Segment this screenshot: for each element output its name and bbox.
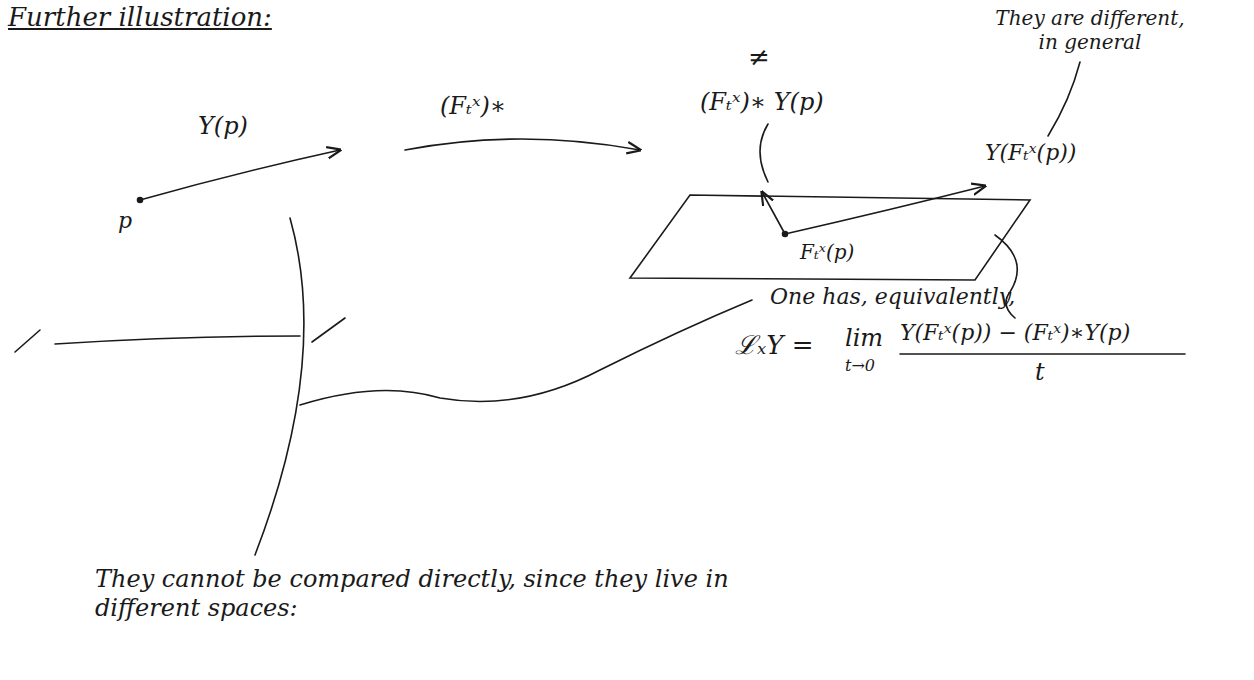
fraction-bar	[900, 353, 1185, 355]
tangent-plane	[630, 195, 1030, 280]
surface-edge	[312, 318, 345, 342]
page-title: Further illustration:	[8, 2, 272, 33]
vector-label: (Fₜˣ)∗ Y(p)	[700, 88, 824, 117]
surface-edge	[55, 336, 300, 344]
formula-part: Y(Fₜˣ(p)) − (Fₜˣ)∗Y(p)	[900, 320, 1130, 346]
wavy-bracket	[300, 300, 752, 405]
vector-arrow	[140, 150, 340, 200]
map-arrow	[405, 139, 640, 150]
note-text: One has, equivalently,	[770, 284, 1015, 310]
formula-part: lim	[845, 324, 883, 353]
surface-edge	[15, 330, 40, 352]
map-label: (Fₜˣ)∗	[440, 92, 506, 121]
note-text: They are different, in general	[985, 6, 1195, 54]
vector-arrow	[762, 192, 785, 234]
relation-symbol: ≠	[748, 42, 770, 73]
vector-arrow	[785, 186, 985, 234]
formula-part: t→0	[845, 356, 875, 375]
point-label: p	[118, 208, 132, 234]
leader-line	[1048, 62, 1080, 136]
leader-line	[760, 124, 768, 182]
formula-part: ℒₓY =	[735, 330, 813, 361]
formula-part: t	[1035, 358, 1045, 387]
leader-line	[255, 218, 304, 555]
vector-label: Y(Fₜˣ(p))	[985, 140, 1076, 166]
note-text: They cannot be compared directly, since …	[95, 565, 755, 623]
vector-label: Y(p)	[198, 112, 248, 141]
point-label: Fₜˣ(p)	[800, 240, 854, 264]
